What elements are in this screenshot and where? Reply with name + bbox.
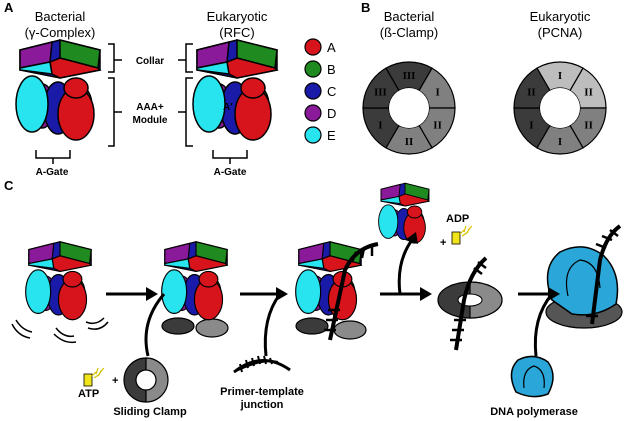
eukaryotic-rfc: A' — [192, 39, 278, 141]
collar-bracket — [108, 43, 193, 73]
agate-label-left: A-Gate — [36, 167, 69, 178]
legend-item-d: D — [304, 104, 336, 122]
legend-label: A — [327, 40, 336, 55]
step3-loader-clamp-dna — [295, 241, 379, 341]
atp-icon — [83, 367, 105, 387]
pcna-clamp-center-hole — [540, 88, 580, 128]
beta-clamp-domain-label: III — [374, 87, 387, 99]
beta-clamp-domain-label: I — [435, 87, 439, 99]
pcna-clamp-domain-label: II — [584, 120, 593, 132]
legend-label: D — [327, 106, 336, 121]
beta-clamp-domain-label: II — [405, 136, 414, 148]
beta-clamp-center-hole — [389, 88, 429, 128]
legend-label: B — [327, 62, 336, 77]
adp-plus: + — [440, 237, 446, 249]
collar-label: Collar — [136, 56, 164, 67]
aaa-label: AAA+ — [136, 102, 164, 113]
pcna-clamp-domain-label: I — [558, 70, 562, 82]
legend-item-e: E — [304, 126, 336, 144]
legend-swatch — [304, 60, 322, 78]
step2-loader-with-clamp — [161, 241, 229, 338]
eukaryotic-clamp-title: Eukaryotic — [530, 9, 591, 24]
sliding-clamp-label: Sliding Clamp — [113, 406, 187, 418]
step5-polymerase-complex — [545, 224, 623, 329]
bacterial-clamp-title: Bacterial — [384, 9, 435, 24]
eukaryotic-loader-title: Eukaryotic — [207, 9, 268, 24]
pcna-clamp-domain-label: II — [584, 87, 593, 99]
primer-template-label: Primer-template — [220, 386, 304, 398]
eukaryotic-loader-subtitle: (RFC) — [219, 25, 254, 40]
a-prime-label: A' — [223, 102, 233, 113]
dna-polymerase-label: DNA polymerase — [490, 406, 578, 418]
atp-label: ATP — [78, 388, 99, 400]
bacterial-clamp-subtitle: (ß-Clamp) — [380, 25, 439, 40]
bacterial-gamma-complex — [15, 39, 101, 141]
beta-clamp-domain-label: III — [403, 70, 416, 82]
sliding-clamp-icon — [123, 357, 169, 403]
step1-loader — [25, 241, 92, 321]
panel-c-letter: C — [4, 178, 14, 193]
panel-b-letter: B — [361, 0, 370, 15]
pcna-clamp-domain-label: II — [527, 87, 536, 99]
eukaryotic-clamp-subtitle: (PCNA) — [538, 25, 583, 40]
aaa-bracket — [108, 77, 193, 147]
pcna-clamp-domain-label: I — [529, 120, 533, 132]
junction-label: junction — [240, 399, 284, 411]
legend-swatch — [304, 38, 322, 56]
adp-icon — [451, 225, 473, 245]
dna-polymerase-icon — [510, 355, 554, 398]
legend-label: C — [327, 84, 336, 99]
atp-plus: + — [112, 375, 118, 387]
step4-clamp-on-dna — [437, 256, 503, 351]
panel-a-letter: A — [4, 0, 14, 15]
agate-label-right: A-Gate — [214, 167, 247, 178]
legend-swatch — [304, 82, 322, 100]
bacterial-loader-subtitle: (γ-Complex) — [25, 25, 96, 40]
module-label: Module — [133, 115, 168, 126]
beta-clamp-domain-label: II — [433, 120, 442, 132]
arrowheads — [146, 232, 560, 301]
legend-item-a: A — [304, 38, 336, 56]
legend-item-c: C — [304, 82, 336, 100]
legend-item-b: B — [304, 60, 336, 78]
bacterial-loader-title: Bacterial — [35, 9, 86, 24]
legend-swatch — [304, 126, 322, 144]
legend-swatch — [304, 104, 322, 122]
adp-label: ADP — [446, 213, 469, 225]
pcna-clamp-domain-label: I — [558, 136, 562, 148]
released-loader — [378, 182, 430, 244]
agate-bracket-right — [212, 150, 248, 164]
motion-lines — [11, 317, 109, 344]
legend-label: E — [327, 128, 336, 143]
primer-template-icon — [233, 355, 291, 374]
agate-bracket-left — [35, 150, 71, 164]
beta-clamp-domain-label: I — [378, 120, 382, 132]
